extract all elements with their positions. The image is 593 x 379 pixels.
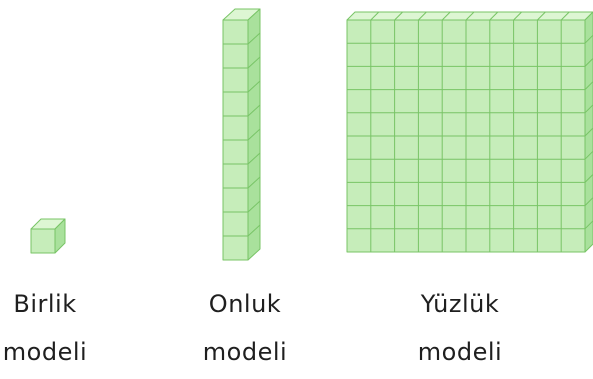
grid-line	[465, 11, 475, 21]
grid-line	[489, 11, 499, 21]
grid-line	[584, 197, 593, 206]
grid-line	[247, 200, 261, 213]
grid-line	[584, 174, 593, 183]
grid-line	[513, 11, 522, 21]
grid-line	[247, 104, 261, 117]
grid-line	[247, 128, 261, 141]
ten-model-label-line1: Onluk	[208, 290, 282, 318]
hundred-model-label-line1: Yüzlük	[420, 290, 500, 318]
hundred-model-label: Yüzlük modeli	[395, 292, 525, 364]
unit-model-label-line1: Birlik	[13, 290, 77, 318]
hundred-flat-model	[346, 11, 593, 253]
ten-model-label-line2: modeli	[202, 338, 288, 366]
hundred-model-label-line2: modeli	[417, 338, 503, 366]
grid-line	[247, 80, 261, 93]
grid-line	[560, 11, 570, 21]
grid-line	[584, 220, 593, 230]
grid-line	[247, 224, 261, 237]
grid-line	[247, 56, 261, 69]
grid-line	[584, 150, 593, 160]
grid-line	[584, 81, 593, 90]
grid-line	[394, 11, 403, 21]
grid-line	[247, 32, 261, 45]
grid-line	[584, 34, 593, 44]
grid-line	[537, 11, 546, 21]
grid-line	[441, 11, 451, 21]
grid-line	[584, 104, 593, 114]
side-face	[54, 218, 66, 254]
front-face	[30, 228, 56, 254]
ten-rod-model	[222, 8, 261, 261]
grid-line	[418, 11, 427, 21]
unit-cube-model	[30, 218, 66, 254]
unit-model-label-line2: modeli	[2, 338, 88, 366]
grid-line	[247, 152, 261, 165]
grid-line	[370, 11, 380, 21]
unit-model-label: Birlik modeli	[0, 292, 90, 364]
grid-line	[247, 176, 261, 189]
ten-model-label: Onluk modeli	[180, 292, 310, 364]
grid-line	[584, 58, 593, 67]
grid-line	[584, 127, 593, 137]
